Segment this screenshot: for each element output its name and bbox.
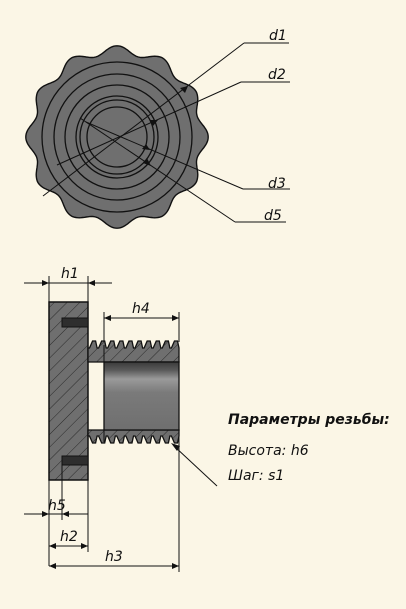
h3-label: h3 bbox=[105, 549, 123, 565]
bore-circle bbox=[79, 99, 155, 175]
d3-arrow bbox=[142, 144, 150, 150]
h5-arrow-left bbox=[42, 511, 49, 517]
h5-arrow-right bbox=[62, 511, 69, 517]
knurled-outer-contour bbox=[25, 45, 209, 229]
h1-arrow-left bbox=[42, 280, 49, 286]
h4-arrow-right bbox=[172, 315, 179, 321]
d2-circle bbox=[75, 95, 159, 179]
d1-circle bbox=[64, 84, 170, 190]
thread-leader-line bbox=[173, 445, 218, 487]
section-view: h1 h4 h5 h2 h3 bbox=[24, 266, 218, 572]
d5-label: d5 bbox=[264, 208, 282, 224]
flange-section bbox=[48, 301, 89, 481]
h2-arrow-right bbox=[81, 543, 88, 549]
h5-label: h5 bbox=[48, 498, 66, 514]
d1-arrow bbox=[180, 86, 188, 93]
flange-slot-bottom bbox=[61, 455, 89, 466]
d3-dimension-line bbox=[85, 121, 244, 190]
front-view: d1 d2 d3 d5 bbox=[25, 28, 290, 229]
h4-label: h4 bbox=[132, 301, 150, 317]
h4-arrow-left bbox=[104, 315, 111, 321]
h2-label: h2 bbox=[60, 529, 78, 545]
bore-inner-circle bbox=[86, 106, 148, 168]
outer-ring-circle bbox=[41, 61, 193, 213]
d1-label: d1 bbox=[269, 28, 287, 44]
h3-arrow-right bbox=[172, 563, 179, 569]
thread-parameters-note: Параметры резьбы: Высота: h6 Шаг: s1 bbox=[228, 412, 390, 484]
d3-label: d3 bbox=[268, 176, 286, 192]
d2-arrow bbox=[150, 120, 158, 126]
d5-dimension-line bbox=[79, 117, 236, 223]
h3-arrow-left bbox=[49, 563, 56, 569]
middle-ring-circle bbox=[53, 73, 181, 201]
d2-label: d2 bbox=[268, 67, 286, 83]
d2-dimension-line bbox=[56, 81, 242, 166]
thread-section-top bbox=[87, 340, 180, 363]
d5-arrow bbox=[143, 158, 151, 166]
h1-label: h1 bbox=[61, 266, 79, 282]
thread-note-pitch: Шаг: s1 bbox=[228, 468, 284, 484]
flange-slot-top bbox=[61, 317, 89, 328]
d1-dimension-line bbox=[42, 42, 245, 197]
h1-arrow-right bbox=[88, 280, 95, 286]
thread-section-bottom bbox=[87, 429, 180, 444]
thread-note-title: Параметры резьбы: bbox=[228, 412, 390, 428]
h2-arrow-left bbox=[49, 543, 56, 549]
bore-interior bbox=[103, 361, 180, 431]
thread-note-height: Высота: h6 bbox=[228, 443, 309, 459]
